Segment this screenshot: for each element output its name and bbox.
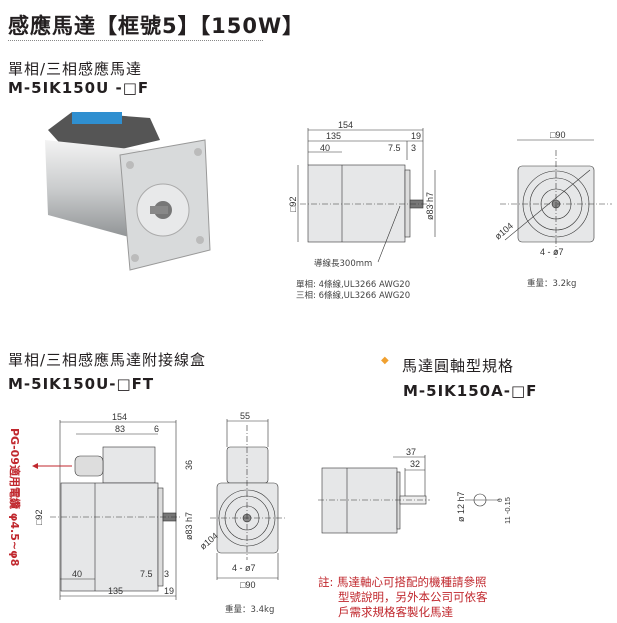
dim-gap: 3 — [411, 143, 416, 153]
section3-heading: 馬達圓軸型規格 — [402, 357, 515, 375]
front-pcd: ø104 — [493, 221, 515, 242]
motor-photo — [45, 112, 211, 271]
dim-box-height: 36 — [184, 460, 194, 470]
front-box-width: 55 — [240, 411, 250, 421]
front-view-drawing-1 — [500, 139, 612, 258]
section1-heading: 單相/三相感應馬達 — [8, 60, 143, 78]
dim-body: 135 — [108, 586, 123, 596]
side-view-drawing-1 — [297, 128, 436, 263]
wiring-single-phase: 單相: 4條線,UL3266 AWG20 — [296, 279, 410, 290]
round-shaft-drawing — [318, 455, 500, 534]
front-holes: 4 - ø7 — [232, 563, 256, 573]
dim-flange: 7.5 — [140, 569, 153, 579]
cable-note: PG-09適用電纜 φ4.5~φ8 — [8, 428, 22, 566]
section2-model: M-5IK150U-□FT — [8, 375, 155, 393]
dim-body: 135 — [326, 131, 341, 141]
dim-flat: 11 -0.15 — [503, 497, 512, 524]
section2-heading: 單相/三相感應馬達附接線盒 — [8, 351, 207, 369]
note-line: 戶需求規格客製化馬達 — [338, 605, 453, 619]
dim-shaft-total: 37 — [406, 447, 416, 457]
dim-flange: 7.5 — [388, 143, 401, 153]
dim-rear: 40 — [72, 569, 82, 579]
weight-2: 重量：3.4kg — [225, 604, 274, 615]
dim-box: 83 — [115, 424, 125, 434]
dim-flat-upper: 0 — [497, 498, 504, 502]
note-line: 型號說明，另外本公司可依客 — [338, 590, 488, 604]
dim-gap: 3 — [164, 569, 169, 579]
title-divider — [8, 40, 263, 41]
dim-overall: 154 — [112, 412, 127, 422]
dim-square: □92 — [34, 510, 44, 525]
dim-shaft: 19 — [411, 131, 421, 141]
customization-note: 註: 馬達軸心可搭配的機種請參照 型號說明，另外本公司可依客 戶需求規格客製化馬… — [318, 575, 488, 620]
bullet-icon: ◆ — [381, 355, 389, 366]
arrow-icon — [32, 463, 72, 469]
dim-rear: 40 — [320, 143, 330, 153]
page-title: 感應馬達【框號5】【150W】 — [8, 14, 305, 38]
dim-square: □92 — [288, 197, 298, 212]
front-holes: 4 - ø7 — [540, 247, 564, 257]
section1-model: M-5IK150U -□F — [8, 79, 150, 97]
lead-length: 導線長300mm — [314, 258, 372, 269]
front-square: □90 — [550, 130, 565, 140]
wiring-three-phase: 三相: 6條線,UL3266 AWG20 — [296, 290, 410, 301]
dim-shaft: 19 — [164, 586, 174, 596]
section3-model: M-5IK150A-□F — [403, 382, 538, 400]
weight-1: 重量：3.2kg — [527, 278, 576, 289]
front-view-drawing-2 — [210, 419, 285, 580]
dim-overall: 154 — [338, 120, 353, 130]
dim-shaft-usable: 32 — [410, 459, 420, 469]
note-line: 註: 馬達軸心可搭配的機種請參照 — [318, 575, 487, 589]
dim-pilot: ø83 h7 — [425, 192, 435, 220]
dim-box-offset: 6 — [154, 424, 159, 434]
dim-pilot: ø83 h7 — [184, 512, 194, 540]
front-pcd: ø104 — [198, 531, 220, 552]
side-view-drawing-2 — [50, 420, 180, 600]
dim-shaft-diameter: ø 12 h7 — [456, 491, 466, 522]
front-square: □90 — [240, 580, 255, 590]
